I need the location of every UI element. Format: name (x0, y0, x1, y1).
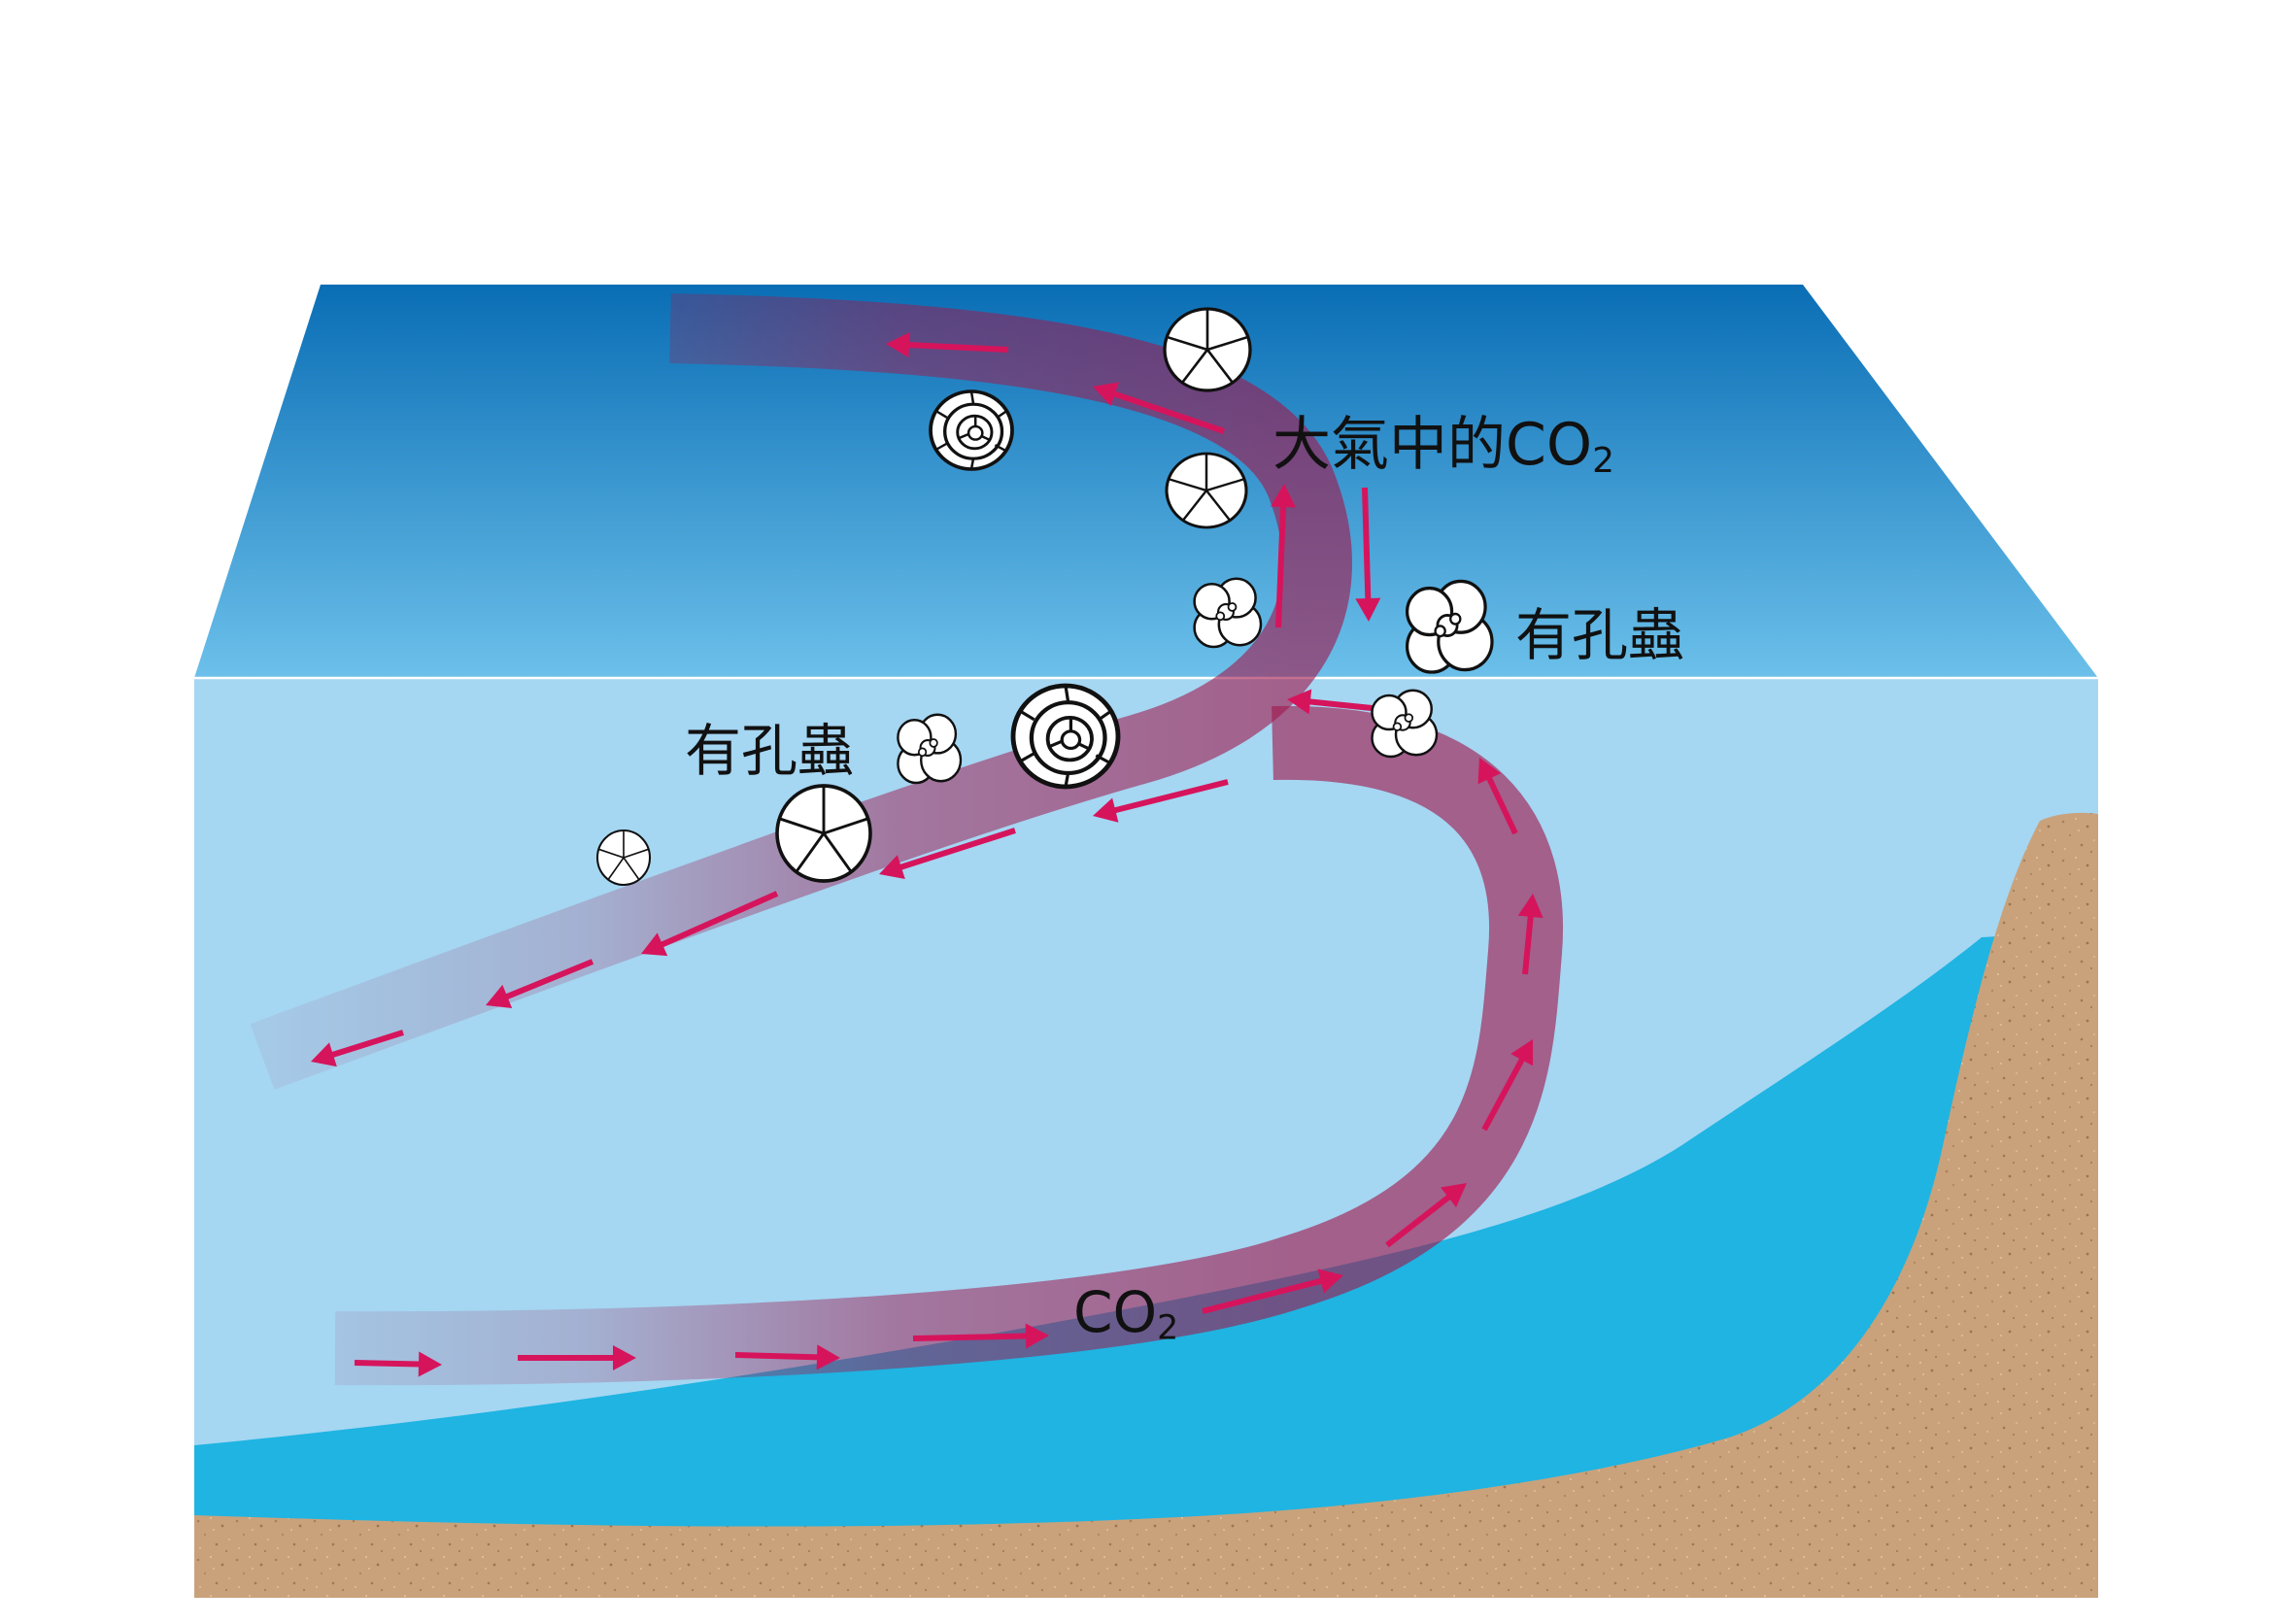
current-flow-arrow (1385, 1183, 1467, 1248)
bottom-water-layer (194, 930, 2098, 1535)
foraminifera-label-right: 有孔蟲 (1515, 602, 1685, 668)
current-flow-arrow (1517, 894, 1544, 975)
current-flow-arrow (886, 332, 1009, 358)
foraminifera-shell-icon (1163, 307, 1252, 392)
current-flow-arrow (734, 1344, 840, 1370)
bottom-co2-text: CO (1073, 1279, 1158, 1345)
upwelling-band (250, 293, 1352, 1090)
current-flow-arrow (912, 1323, 1049, 1349)
foraminifera-label-left: 有孔蟲 (685, 718, 855, 784)
current-flow-arrow (1355, 487, 1381, 622)
current-flow-arrow (1477, 758, 1518, 835)
current-flow-arrow (1202, 1269, 1343, 1314)
foraminifera-shell-icon (929, 389, 1014, 471)
atmospheric-co2-subscript: 2 (1592, 440, 1615, 481)
foraminifera-shell-icon (595, 829, 652, 887)
current-flow-arrow (1481, 1039, 1534, 1132)
foraminifera-shell-icon (1193, 577, 1263, 649)
ocean-current-band (250, 293, 1563, 1386)
current-flow-arrow (354, 1351, 442, 1377)
atmospheric-co2-text: 大氣中的CO (1272, 411, 1593, 479)
foraminifera-shell-icon (897, 713, 963, 785)
foraminifera-shell-icon (1405, 579, 1494, 674)
deep-return-band (334, 705, 1563, 1386)
current-flow-arrow (311, 1030, 404, 1067)
surface-water-layer (194, 285, 2098, 678)
current-flow-arrow (641, 891, 779, 957)
bottom-co2-label: CO2 (1073, 1284, 1178, 1345)
atmospheric-co2-label: 大氣中的CO2 (1272, 416, 1614, 479)
current-flow-arrow (486, 959, 594, 1008)
foraminifera-shell-icon (1371, 689, 1439, 759)
foraminifera-shell-icon (1013, 686, 1118, 787)
seafloor-sediment (194, 812, 2098, 1598)
current-flow-arrow (879, 828, 1016, 880)
current-flow-arrow (518, 1345, 636, 1370)
bottom-co2-subscript: 2 (1157, 1308, 1179, 1348)
foraminifera-shell-icon (775, 784, 872, 883)
current-flow-arrow (1093, 382, 1225, 434)
current-flow-arrow (1093, 779, 1229, 823)
current-flow-arrow (1271, 484, 1297, 628)
foraminifera-shell-icon (1165, 452, 1248, 529)
current-flow-arrows (311, 332, 1544, 1377)
